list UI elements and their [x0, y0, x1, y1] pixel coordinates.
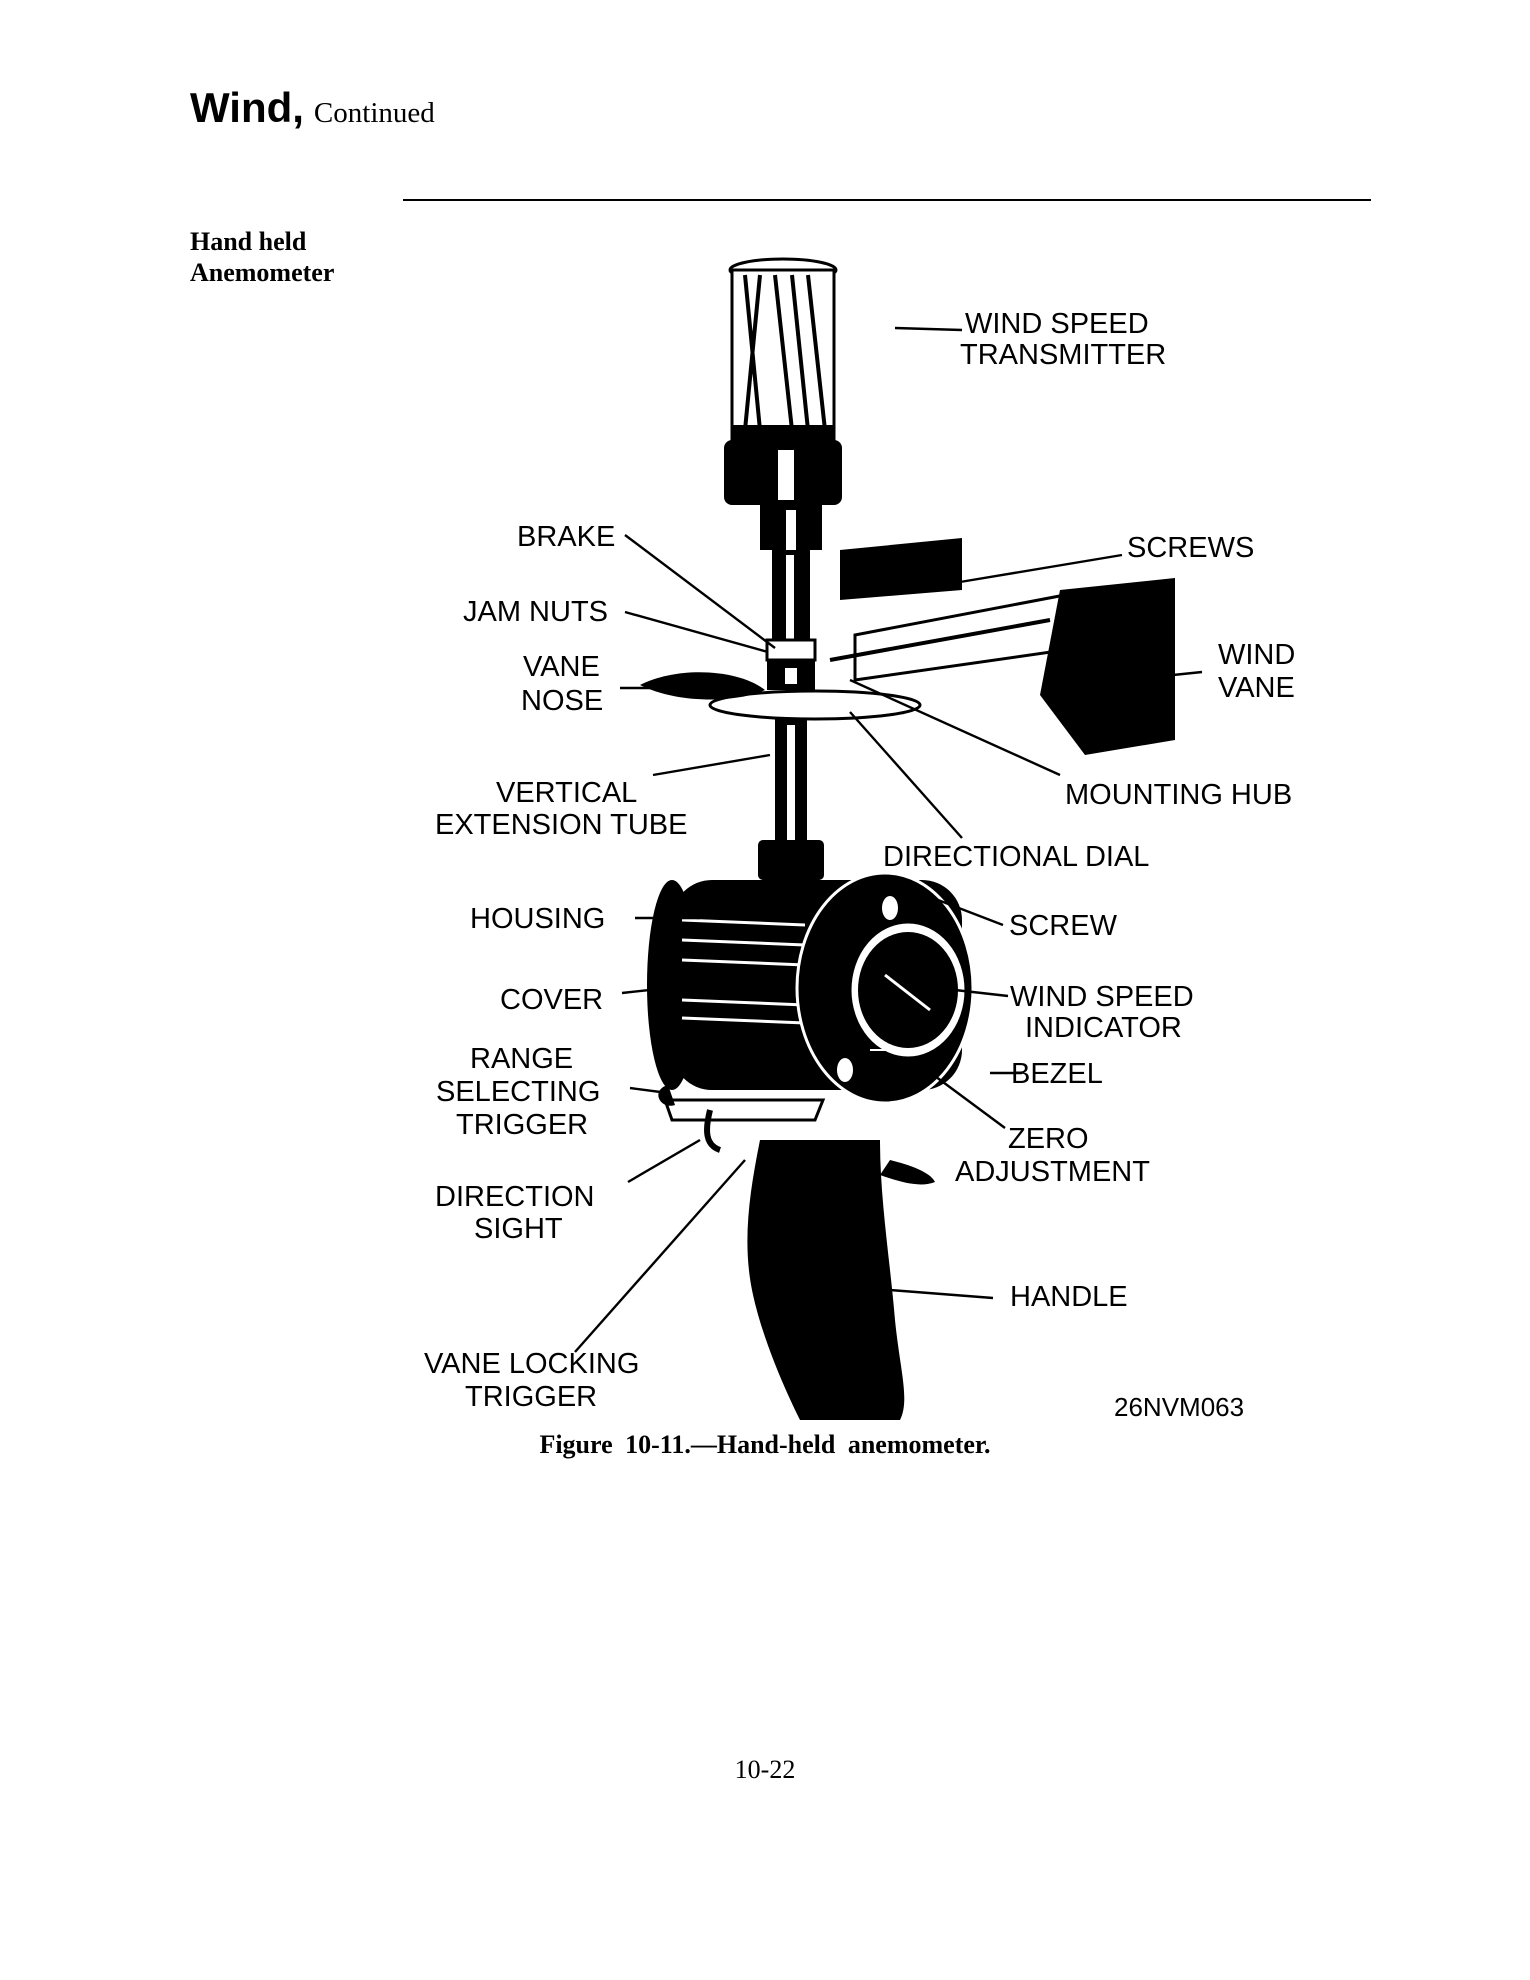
side-heading-line-1: Hand held: [190, 227, 307, 256]
callout-mounting-hub: MOUNTING HUB: [1065, 779, 1292, 811]
handle-drawing: [658, 1085, 935, 1420]
side-heading-line-2: Anemometer: [190, 258, 335, 287]
callout-range-selecting-trigger-line-2: SELECTING: [436, 1076, 600, 1108]
callout-vertical-extension-tube-line-1: VERTICAL: [496, 777, 637, 809]
section-heading: Wind, Continued: [190, 84, 435, 132]
side-heading: Hand held Anemometer: [190, 226, 334, 288]
callout-housing: HOUSING: [470, 903, 605, 935]
figure-caption: Figure 10-11.—Hand-held anemometer.: [539, 1430, 991, 1459]
callout-wind-speed-indicator-line-1: WIND SPEED: [1010, 981, 1194, 1013]
callout-vertical-extension-tube-line-2: EXTENSION TUBE: [435, 809, 687, 841]
callout-directional-dial: DIRECTIONAL DIAL: [883, 841, 1149, 873]
page-number: 10-22: [734, 1755, 796, 1784]
callout-cover: COVER: [500, 984, 603, 1016]
leader-lines: [574, 326, 1203, 1353]
section-continued-label: Continued: [313, 97, 435, 129]
callout-wind-speed-transmitter-line-1: WIND SPEED: [965, 308, 1149, 340]
horizontal-rule: [403, 199, 1371, 201]
anemometer-illustration: WIND SPEED TRANSMITTER BRAKE SCREWS JAM …: [424, 257, 1295, 1422]
section-title: Wind,: [190, 84, 304, 131]
callout-vane-nose-line-1: VANE: [523, 651, 600, 683]
callout-wind-vane-line-1: WIND: [1218, 639, 1295, 671]
callout-vane-locking-trigger-line-1: VANE LOCKING: [424, 1348, 639, 1380]
callout-vane-locking-trigger-line-2: TRIGGER: [465, 1381, 597, 1413]
callout-range-selecting-trigger-line-3: TRIGGER: [456, 1109, 588, 1141]
wind-speed-transmitter-drawing: [724, 257, 842, 550]
callout-wind-vane-line-2: VANE: [1218, 672, 1295, 704]
callout-handle: HANDLE: [1010, 1281, 1128, 1313]
wind-vane-drawing: [640, 538, 1175, 755]
callout-wind-speed-indicator-line-2: INDICATOR: [1025, 1012, 1182, 1044]
callout-labels: WIND SPEED TRANSMITTER BRAKE SCREWS JAM …: [424, 308, 1295, 1422]
callout-screws: SCREWS: [1127, 532, 1254, 564]
callout-direction-sight-line-2: SIGHT: [474, 1213, 563, 1245]
callout-zero-adjustment-line-2: ADJUSTMENT: [955, 1156, 1150, 1188]
vertical-extension-tube-drawing: [708, 550, 922, 880]
callout-jam-nuts: JAM NUTS: [463, 596, 608, 628]
callout-vane-nose-line-2: NOSE: [521, 685, 603, 717]
figure-id-code: 26NVM063: [1114, 1392, 1244, 1422]
callout-wind-speed-transmitter-line-2: TRANSMITTER: [960, 339, 1166, 371]
callout-zero-adjustment-line-1: ZERO: [1008, 1123, 1089, 1155]
callout-direction-sight-line-1: DIRECTION: [435, 1181, 595, 1213]
callout-bezel: BEZEL: [1011, 1058, 1103, 1090]
callout-screw: SCREW: [1009, 910, 1118, 942]
housing-drawing: [647, 871, 975, 1105]
callout-range-selecting-trigger-line-1: RANGE: [470, 1043, 573, 1075]
callout-brake: BRAKE: [517, 521, 615, 553]
